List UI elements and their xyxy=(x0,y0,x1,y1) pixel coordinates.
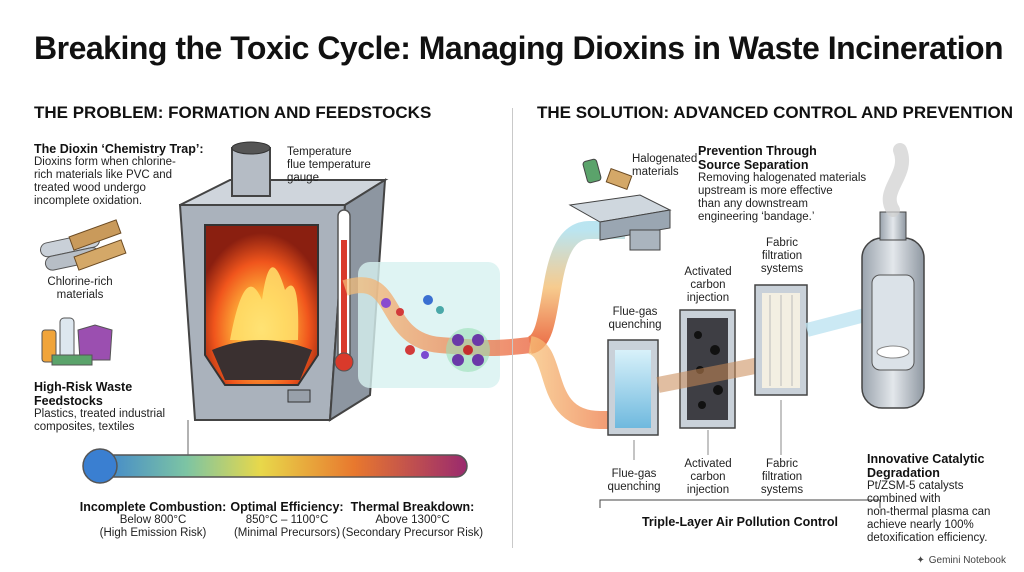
chemistry-trap-block: The Dioxin ‘Chemistry Trap’: Dioxins for… xyxy=(34,142,209,208)
sparkle-icon: ✦ xyxy=(916,555,925,566)
feedstocks-block: High-Risk Waste Feedstocks Plastics, tre… xyxy=(34,380,166,433)
scale-incomplete: Incomplete Combustion: Below 800°C (High… xyxy=(79,500,227,539)
halogenated-label: Halogenated materials xyxy=(632,153,698,178)
quenching-label-top: Flue-gas quenching xyxy=(608,306,662,331)
carbon-label-bottom: Activated carbon injection xyxy=(684,458,732,496)
apc-label: Triple-Layer Air Pollution Control xyxy=(641,515,839,529)
gauge-label: Temperature flue temperature gauge xyxy=(287,146,371,184)
incinerator-furnace xyxy=(178,141,389,422)
chlorine-label: Chlorine-rich materials xyxy=(47,276,113,301)
plastic-textile-waste-icon xyxy=(41,317,113,366)
watermark: ✦ Gemini Notebook xyxy=(916,555,1006,566)
prevention-block: Prevention Through Source Separation Rem… xyxy=(698,144,867,223)
scale-optimal: Optimal Efficiency: 850°C – 1100°C (Mini… xyxy=(230,500,344,539)
quenching-unit xyxy=(607,339,659,436)
scale-thermal: Thermal Breakdown: Above 1300°C (Seconda… xyxy=(341,500,484,539)
quenching-label-bottom: Flue-gas quenching xyxy=(607,468,661,493)
fabric-label-top: Fabric filtration systems xyxy=(760,237,804,275)
catalytic-reactor xyxy=(861,143,925,409)
fabric-filter-unit xyxy=(754,284,808,396)
section-divider xyxy=(512,108,513,548)
carbon-label-top: Activated carbon injection xyxy=(684,266,732,304)
problem-heading: THE PROBLEM: FORMATION AND FEEDSTOCKS xyxy=(34,103,432,122)
pvc-pipes-wood-icon xyxy=(40,219,127,271)
page-title: Breaking the Toxic Cycle: Managing Dioxi… xyxy=(34,30,1004,66)
chemistry-trap-title: The Dioxin ‘Chemistry Trap’: xyxy=(34,142,204,156)
catalytic-block: Innovative Catalytic Degradation Pt/ZSM-… xyxy=(867,452,991,544)
solution-heading: THE SOLUTION: ADVANCED CONTROL AND PREVE… xyxy=(537,103,1014,122)
thermometer-icon xyxy=(334,209,354,372)
fabric-label-bottom: Fabric filtration systems xyxy=(760,458,804,496)
separation-conveyor xyxy=(568,158,672,251)
temperature-scale xyxy=(82,420,468,484)
dioxin-molecules xyxy=(381,295,490,372)
